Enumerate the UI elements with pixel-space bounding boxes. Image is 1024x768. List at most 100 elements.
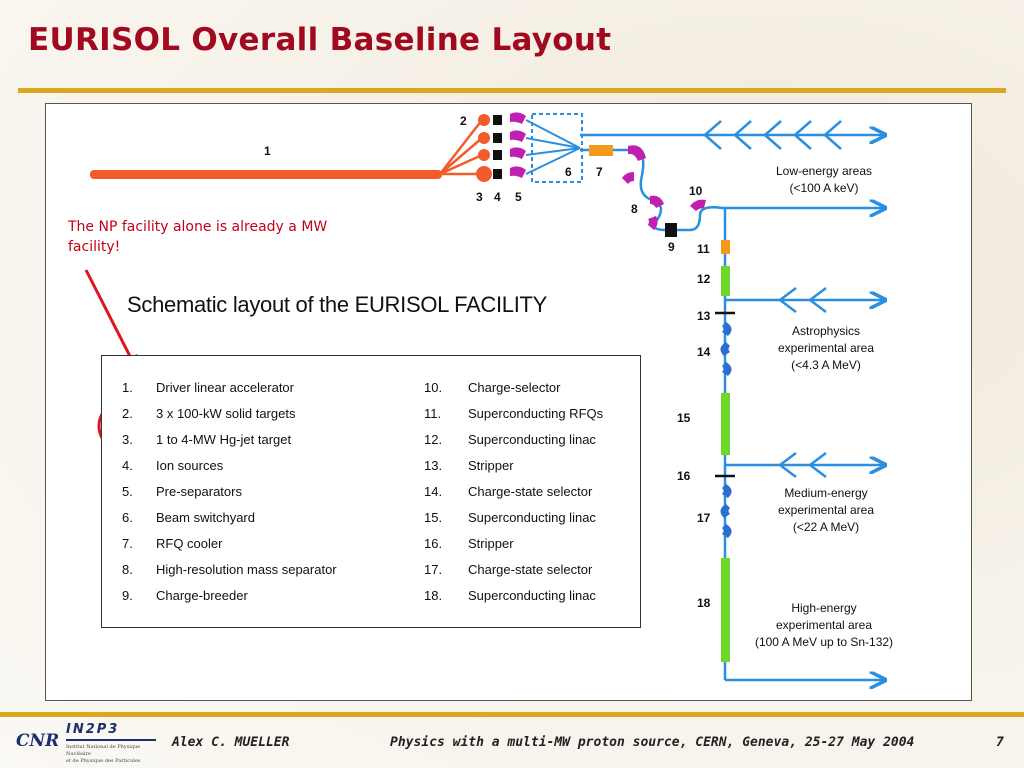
legend-item-text: Superconducting linac	[468, 432, 596, 447]
in2p3-logo-text: IN2P3	[66, 722, 120, 737]
footer-event: Physics with a multi-MW proton source, C…	[390, 735, 915, 750]
cnrs-logo-text: CNRS	[16, 731, 58, 751]
legend-item-text: Pre-separators	[156, 484, 242, 499]
legend-item-text: Stripper	[468, 458, 514, 473]
legend-item-text: High-resolution mass separator	[156, 562, 337, 577]
title-rule	[18, 88, 1006, 93]
legend-item-number: 8.	[122, 562, 133, 577]
label-13: 13	[697, 309, 711, 323]
label-3: 3	[476, 190, 483, 204]
label-15: 15	[677, 411, 691, 425]
legend-item-number: 5.	[122, 484, 133, 499]
label-2: 2	[460, 114, 467, 128]
np-facility-note: The NP facility alone is already a MW fa…	[68, 219, 328, 255]
footer-rule	[0, 712, 1024, 717]
switchyard-lines	[525, 119, 581, 175]
label-18: 18	[697, 596, 711, 610]
legend-item-number: 17.	[424, 562, 443, 577]
legend-item-text: Stripper	[468, 536, 514, 551]
legend-item-number: 14.	[424, 484, 443, 499]
label-17: 17	[697, 511, 711, 525]
astro-label-3: (<4.3 A MeV)	[791, 358, 861, 372]
legend-item-text: Ion sources	[156, 458, 224, 473]
astro-label-1: Astrophysics	[792, 324, 860, 338]
hrs-beamline	[631, 148, 723, 232]
label-5: 5	[515, 190, 522, 204]
label-16: 16	[677, 469, 691, 483]
schematic-title: Schematic layout of the EURISOL FACILITY	[127, 292, 548, 317]
solid-target	[478, 114, 490, 126]
low-energy-label-1: Low-energy areas	[776, 164, 872, 178]
area-labels: Low-energy areas (<100 A keV) Astrophysi…	[755, 164, 893, 649]
charge-breeder	[665, 223, 677, 237]
legend-item-number: 3.	[122, 432, 133, 447]
legend-item-text: Charge-state selector	[468, 484, 593, 499]
legend-item-number: 16.	[424, 536, 443, 551]
legend-item-number: 13.	[424, 458, 443, 473]
low-energy-label-2: (<100 A keV)	[789, 181, 858, 195]
legend-item-text: 1 to 4-MW Hg-jet target	[156, 432, 292, 447]
in2p3-logo: IN2P3 Institut National de Physique Nucl…	[66, 722, 156, 764]
label-4: 4	[494, 190, 501, 204]
highlight-pointer	[84, 269, 138, 371]
legend-item-number: 15.	[424, 510, 443, 525]
legend-item-number: 7.	[122, 536, 133, 551]
label-14: 14	[697, 345, 711, 359]
label-6: 6	[565, 165, 572, 179]
legend-item-number: 2.	[122, 406, 133, 421]
beam-switchyard	[531, 113, 583, 183]
page-number: 7	[996, 735, 1004, 750]
legend-item-number: 12.	[424, 432, 443, 447]
component-numbers: 1 2 3 4 5 6 7 8 9 10 11 12 13 14 15 16 1…	[264, 114, 711, 610]
legend-item-text: Charge-selector	[468, 380, 561, 395]
legend-item-number: 11.	[424, 406, 442, 421]
astro-label-2: experimental area	[778, 341, 874, 355]
ion-sources	[493, 115, 502, 179]
cnrs-logo: CNRS	[16, 731, 58, 751]
in2p3-subtitle-1: Institut National de Physique Nucléaire	[66, 744, 141, 757]
target-feed-lines	[439, 119, 483, 176]
medium-label-2: experimental area	[778, 503, 874, 517]
legend-item-text: Charge-state selector	[468, 562, 593, 577]
legend-item-text: Charge-breeder	[156, 588, 248, 603]
solid-target	[478, 132, 490, 144]
label-1: 1	[264, 144, 271, 158]
footer-author: Alex C. MUELLER	[172, 735, 290, 750]
legend-item-text: RFQ cooler	[156, 536, 223, 551]
solid-target	[478, 149, 490, 161]
sc-linac-12	[721, 266, 730, 296]
sc-rfq	[721, 240, 730, 254]
mass-separator-magnets	[622, 145, 706, 230]
high-label-2: experimental area	[776, 618, 872, 632]
legend-item-text: Superconducting linac	[468, 510, 596, 525]
in2p3-subtitle-2: et de Physique des Particules	[66, 758, 141, 764]
slide-title: EURISOL Overall Baseline Layout	[28, 22, 612, 58]
label-8: 8	[631, 202, 638, 216]
high-label-1: High-energy	[791, 601, 856, 615]
legend-item-number: 4.	[122, 458, 133, 473]
legend-item-number: 10.	[424, 380, 443, 395]
legend-box: 1. Driver linear accelerator 2. 3 x 100-kW …	[101, 355, 641, 628]
legend-item-text: Beam switchyard	[156, 510, 255, 525]
charge-selector-14	[720, 322, 732, 376]
medium-label-3: (<22 A MeV)	[793, 520, 859, 534]
label-9: 9	[668, 240, 675, 254]
legend-item-text: Superconducting linac	[468, 588, 596, 603]
label-12: 12	[697, 272, 711, 286]
legend-item-text: Driver linear accelerator	[156, 380, 294, 395]
label-7: 7	[596, 165, 603, 179]
legend-item-text: Superconducting RFQs	[468, 406, 604, 421]
legend-item-number: 1.	[122, 380, 133, 395]
pre-separators	[510, 112, 526, 178]
sc-linac-15	[721, 393, 730, 455]
charge-selector-17	[720, 484, 732, 538]
legend-item-number: 6.	[122, 510, 133, 525]
legend-item-number: 9.	[122, 588, 133, 603]
experimental-branches	[725, 287, 885, 680]
sc-linac-18	[721, 558, 730, 662]
high-label-3: (100 A MeV up to Sn-132)	[755, 635, 893, 649]
legend-item-text: 3 x 100-kW solid targets	[156, 406, 296, 421]
medium-label-1: Medium-energy	[784, 486, 867, 500]
label-10: 10	[689, 184, 703, 198]
